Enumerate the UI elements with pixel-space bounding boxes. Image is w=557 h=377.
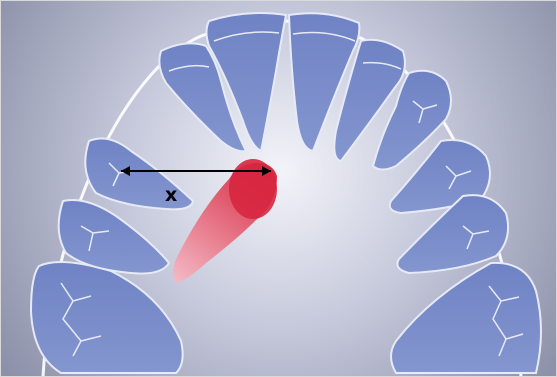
- distance-label: x: [165, 185, 177, 205]
